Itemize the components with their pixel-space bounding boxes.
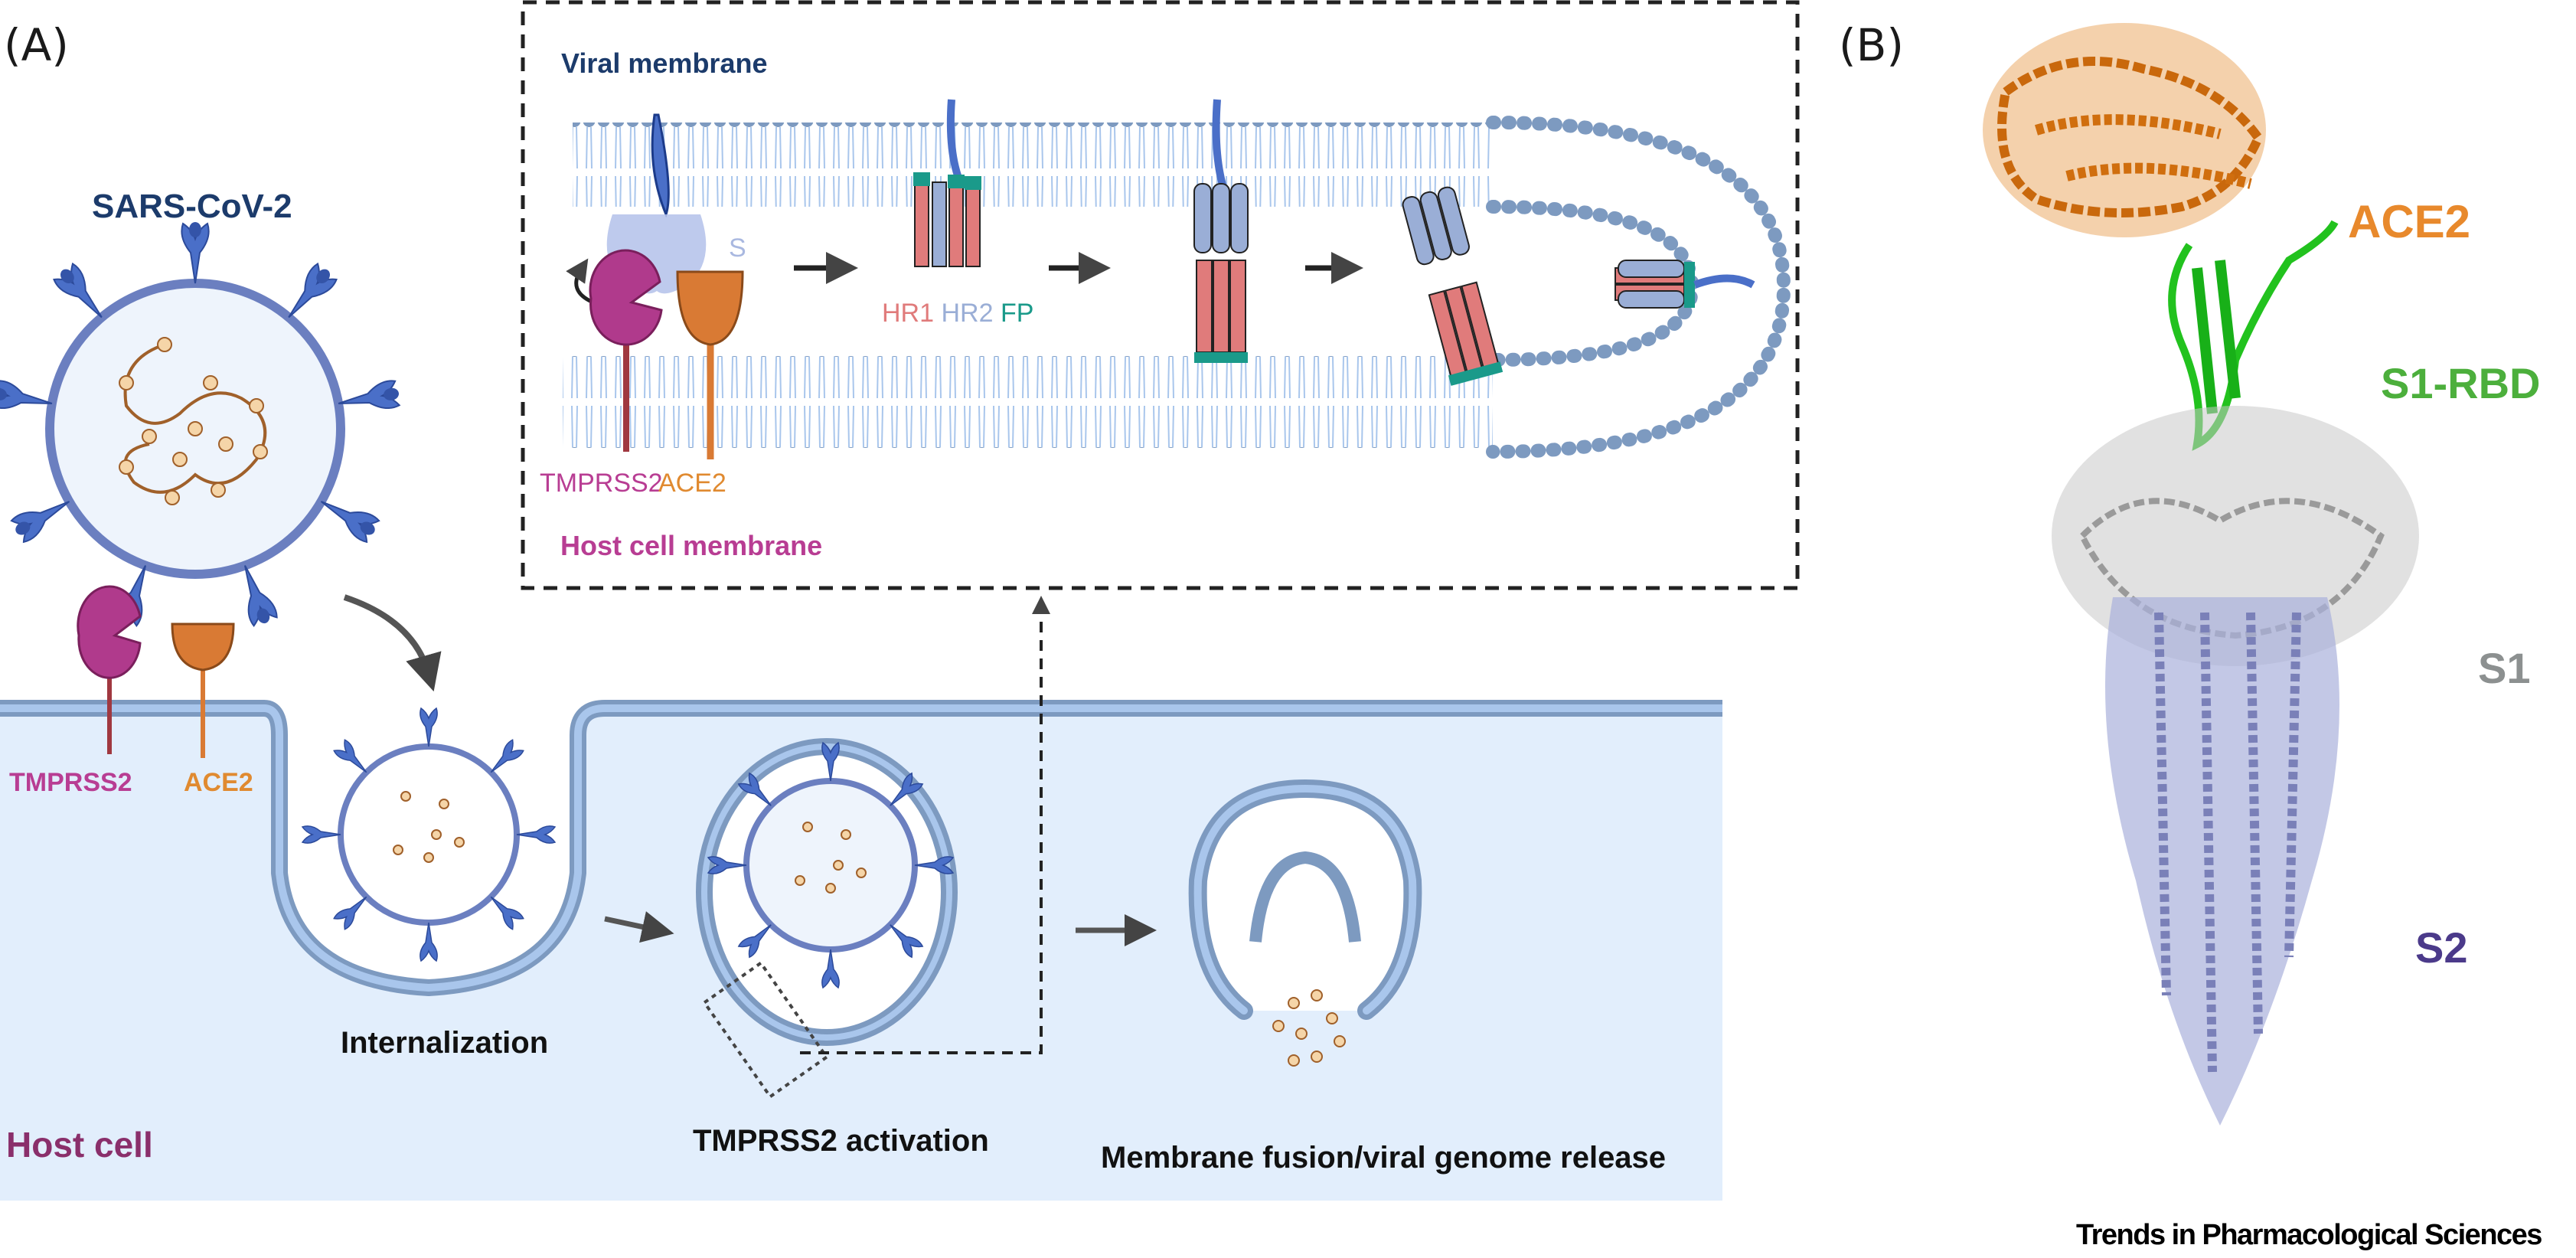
fusion-endosome bbox=[1188, 779, 1422, 1020]
legend-fp: FP bbox=[1000, 299, 1034, 328]
step-internalization-label: Internalization bbox=[341, 1026, 549, 1060]
entry-arrow bbox=[343, 594, 442, 692]
viral-membrane-label: Viral membrane bbox=[561, 47, 768, 79]
protein-structure bbox=[1983, 23, 2419, 1126]
tmprss2-label: TMPRSS2 bbox=[9, 768, 132, 797]
surface-tmprss2 bbox=[77, 585, 142, 754]
viral-rna bbox=[123, 343, 267, 494]
fusion-intermediate-1 bbox=[913, 99, 981, 267]
inset-ace2 bbox=[676, 270, 744, 459]
inset-connector bbox=[800, 596, 1050, 1054]
panel-label-a: (A) bbox=[4, 19, 69, 71]
ace2-structure bbox=[1983, 23, 2266, 237]
host-membrane-label: Host cell membrane bbox=[560, 530, 823, 561]
journal-credit: Trends in Pharmacological Sciences bbox=[2076, 1219, 2542, 1251]
postfusion-bundle bbox=[1614, 260, 1755, 309]
host-membrane-bilayer bbox=[563, 356, 1493, 448]
legend-hr2: HR2 bbox=[941, 299, 994, 328]
panel-label-b: (B) bbox=[1839, 19, 1905, 71]
inset-tmprss2-label: TMPRSS2 bbox=[540, 469, 663, 498]
structure-label-s1-rbd: S1-RBD bbox=[2381, 359, 2541, 407]
domain-legend: HR1 HR2 FP bbox=[882, 299, 1033, 328]
membrane-curve bbox=[1486, 116, 1791, 459]
internalized-virion bbox=[302, 707, 556, 962]
host-cell-label: Host cell bbox=[6, 1125, 153, 1165]
spike-s-label: S bbox=[729, 234, 746, 263]
step-tmprss2-activation-label: TMPRSS2 activation bbox=[693, 1124, 989, 1158]
inset-frame bbox=[521, 0, 1800, 590]
legend-hr1: HR1 bbox=[882, 299, 935, 328]
inset-ace2-label: ACE2 bbox=[658, 469, 726, 498]
structure-label-s1: S1 bbox=[2478, 644, 2531, 692]
virus-label: SARS-CoV-2 bbox=[92, 188, 292, 225]
step-arrow-1 bbox=[604, 911, 674, 943]
structure-label-s2: S2 bbox=[2415, 923, 2468, 972]
step-membrane-fusion-label: Membrane fusion/viral genome release bbox=[1101, 1141, 1667, 1175]
ace2-label: ACE2 bbox=[184, 768, 253, 797]
surface-ace2 bbox=[171, 622, 235, 758]
sars-cov-2-virion bbox=[0, 221, 402, 629]
fusion-intermediate-3 bbox=[1402, 186, 1503, 386]
fusion-intermediate-2 bbox=[1193, 99, 1249, 363]
inset-tmprss2 bbox=[589, 249, 663, 452]
released-genome bbox=[1272, 989, 1346, 1067]
s2-structure bbox=[2105, 597, 2339, 1126]
structure-label-ace2: ACE2 bbox=[2348, 196, 2471, 247]
endosome-virion bbox=[696, 738, 958, 1100]
viral-membrane-bilayer bbox=[573, 123, 1491, 207]
